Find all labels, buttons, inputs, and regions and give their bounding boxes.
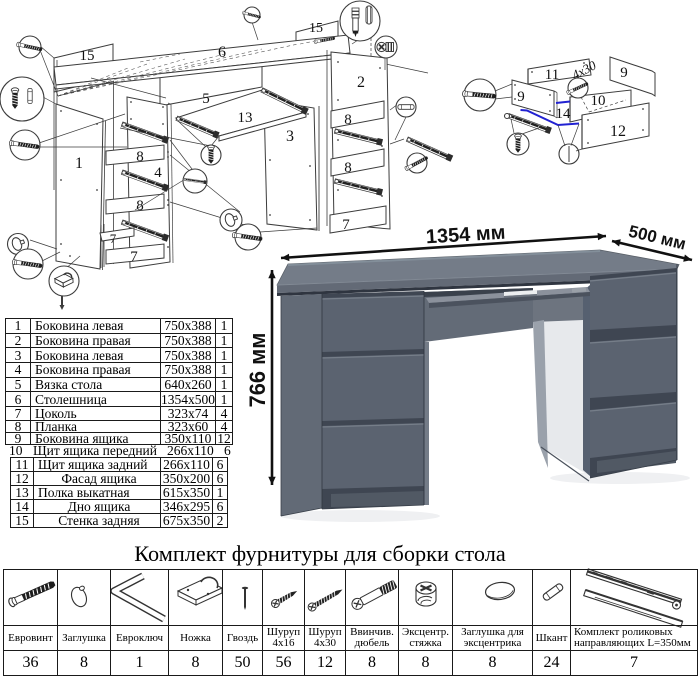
svg-text:15: 15 bbox=[309, 21, 323, 36]
svg-text:7: 7 bbox=[130, 249, 138, 265]
svg-text:6: 6 bbox=[218, 44, 226, 61]
svg-text:11: 11 bbox=[545, 67, 559, 83]
svg-text:9: 9 bbox=[620, 65, 628, 81]
svg-text:4: 4 bbox=[154, 165, 162, 181]
svg-text:15: 15 bbox=[80, 48, 95, 64]
svg-text:7: 7 bbox=[342, 217, 350, 233]
svg-text:8: 8 bbox=[136, 198, 144, 214]
svg-text:8: 8 bbox=[136, 149, 144, 165]
svg-text:1: 1 bbox=[75, 155, 83, 172]
svg-text:10: 10 bbox=[591, 93, 606, 109]
svg-text:3: 3 bbox=[286, 128, 294, 145]
svg-text:766 мм: 766 мм bbox=[245, 333, 270, 408]
svg-text:2: 2 bbox=[357, 74, 365, 91]
svg-text:13: 13 bbox=[238, 110, 253, 126]
svg-text:500 мм: 500 мм bbox=[627, 222, 688, 254]
svg-text:8: 8 bbox=[344, 112, 352, 128]
svg-text:1354 мм: 1354 мм bbox=[425, 222, 506, 249]
svg-text:9: 9 bbox=[517, 89, 525, 105]
svg-text:8: 8 bbox=[344, 160, 352, 176]
svg-text:7: 7 bbox=[110, 231, 117, 246]
svg-text:14: 14 bbox=[556, 106, 572, 122]
svg-text:12: 12 bbox=[610, 123, 626, 140]
svg-text:5: 5 bbox=[202, 91, 210, 107]
